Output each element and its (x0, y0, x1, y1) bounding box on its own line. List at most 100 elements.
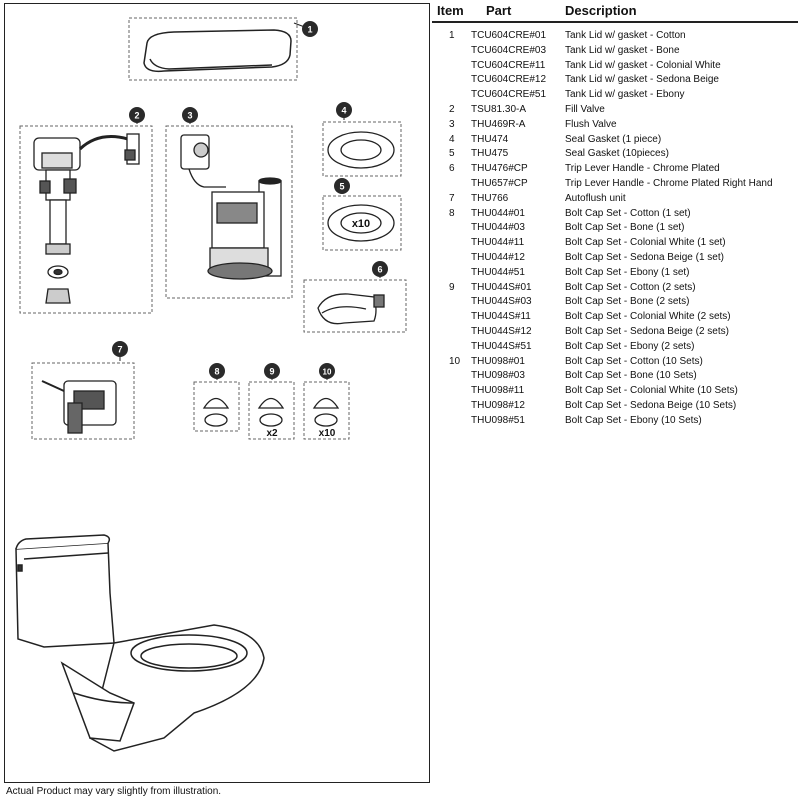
part-box-5 (322, 195, 402, 251)
part-box-3 (165, 125, 293, 299)
row-part: THU098#03 (471, 370, 525, 382)
callout-4-label: 4 (341, 106, 346, 116)
table-header: Item Part Description (432, 0, 800, 22)
row-item: 4 (449, 133, 455, 145)
row-description: Fill Valve (565, 103, 605, 115)
row-part: THU044S#03 (471, 296, 532, 308)
part-box-10 (303, 381, 350, 440)
callout-9-label: 9 (269, 367, 274, 377)
part-box-8 (193, 381, 240, 432)
row-part: THU044#03 (471, 222, 525, 234)
row-description: Bolt Cap Set - Cotton (1 set) (565, 207, 691, 219)
row-part: TCU604CRE#12 (471, 74, 547, 86)
autoflush-drawing (41, 380, 117, 434)
flush-valve-drawing (180, 134, 282, 280)
row-part: TCU604CRE#11 (471, 59, 546, 71)
row-item: 1 (449, 30, 455, 41)
footnote: Actual Product may vary slightly from il… (6, 786, 222, 797)
callout-7: 7 (112, 341, 128, 361)
seal-gasket-drawing (327, 131, 395, 242)
bolt-cap-qty-9: x2 (266, 428, 278, 439)
row-description: Tank Lid w/ gasket - Bone (565, 44, 680, 56)
part-box-6 (303, 279, 407, 333)
table-row: THU044S#11 Bolt Cap Set - Colonial White … (432, 310, 800, 325)
row-item: 6 (449, 163, 455, 175)
row-item: 3 (449, 118, 455, 130)
row-part: THU044S#11 (471, 311, 531, 323)
part-box-9 (248, 381, 295, 440)
row-item: 2 (449, 103, 455, 115)
row-description: Bolt Cap Set - Sedona Beige (10 Sets) (565, 399, 737, 411)
row-description: Bolt Cap Set - Colonial White (10 Sets) (565, 385, 738, 397)
row-part: THU098#12 (471, 399, 525, 411)
bolt-caps-drawing (202, 397, 340, 427)
row-part: THU657#CP (471, 177, 528, 189)
table-row: 6 THU476#CP Trip Lever Handle - Chrome Pla… (432, 162, 800, 177)
diagram-frame (4, 3, 430, 783)
table-row: THU098#12 Bolt Cap Set - Sedona Beige (10… (432, 399, 800, 414)
row-part: THU044S#12 (471, 325, 532, 337)
callout-9: 9 (264, 363, 280, 380)
callout-8: 8 (209, 363, 225, 380)
row-description: Bolt Cap Set - Bone (2 sets) (565, 296, 690, 308)
row-part: TCU604CRE#51 (471, 89, 547, 101)
row-part: THU044#12 (471, 251, 525, 263)
callout-4: 4 (336, 102, 352, 120)
row-description: Bolt Cap Set - Colonial White (1 set) (565, 237, 726, 249)
row-description: Bolt Cap Set - Colonial White (2 sets) (565, 311, 731, 323)
row-description: Bolt Cap Set - Sedona Beige (2 sets) (565, 325, 729, 337)
row-part: THU098#01 (471, 355, 525, 367)
row-description: Trip Lever Handle - Chrome Plated Right … (565, 177, 773, 189)
callout-7-label: 7 (117, 345, 122, 355)
row-item: 7 (449, 192, 455, 204)
parts-diagram: x10 x2 x10 1 2 3 4 5 6 7 (15, 17, 407, 752)
row-part: TCU604CRE#01 (471, 30, 547, 41)
row-description: Tank Lid w/ gasket - Cotton (565, 30, 686, 41)
row-part: TCU604CRE#03 (471, 44, 547, 56)
row-description: Bolt Cap Set - Cotton (2 sets) (565, 281, 696, 293)
row-description: Bolt Cap Set - Sedona Beige (1 set) (565, 251, 724, 263)
row-part: THU475 (471, 148, 509, 160)
part-box-7 (31, 362, 135, 440)
row-description: Flush Valve (565, 118, 617, 130)
row-description: Seal Gasket (10pieces) (565, 148, 669, 160)
table-row: TCU604CRE#03 Tank Lid w/ gasket - Bone (432, 44, 800, 59)
callout-5: 5 (334, 178, 350, 194)
callout-10: 10 (319, 363, 335, 380)
row-description: Bolt Cap Set - Bone (1 set) (565, 222, 685, 234)
row-description: Bolt Cap Set - Ebony (1 set) (565, 266, 690, 278)
callout-5-label: 5 (339, 182, 344, 192)
callout-8-label: 8 (214, 367, 219, 377)
table-row: THU044S#12 Bolt Cap Set - Sedona Beige (2… (432, 325, 800, 340)
callout-6: 6 (372, 261, 388, 278)
callout-3-label: 3 (187, 111, 192, 121)
callout-2-label: 2 (134, 111, 139, 121)
row-part: THU098#11 (471, 385, 525, 397)
row-part: THU044#11 (471, 237, 525, 249)
table-row: THU044#03 Bolt Cap Set - Bone (1 set) (432, 221, 800, 236)
row-part: THU476#CP (471, 163, 528, 175)
callout-10-label: 10 (323, 368, 332, 377)
callout-1-label: 1 (307, 25, 312, 35)
row-part: THU044S#51 (471, 340, 532, 352)
row-description: Tank Lid w/ gasket - Colonial White (565, 59, 721, 71)
gasket-qty: x10 (352, 218, 370, 230)
row-description: Trip Lever Handle - Chrome Plated (565, 163, 720, 175)
fill-valve-drawing (33, 133, 140, 304)
table-row: THU044S#03 Bolt Cap Set - Bone (2 sets) (432, 295, 800, 310)
callout-6-label: 6 (377, 265, 382, 275)
tank-lid-drawing (143, 29, 292, 73)
row-part: THU044S#01 (471, 281, 532, 293)
toilet-drawing (15, 534, 265, 752)
